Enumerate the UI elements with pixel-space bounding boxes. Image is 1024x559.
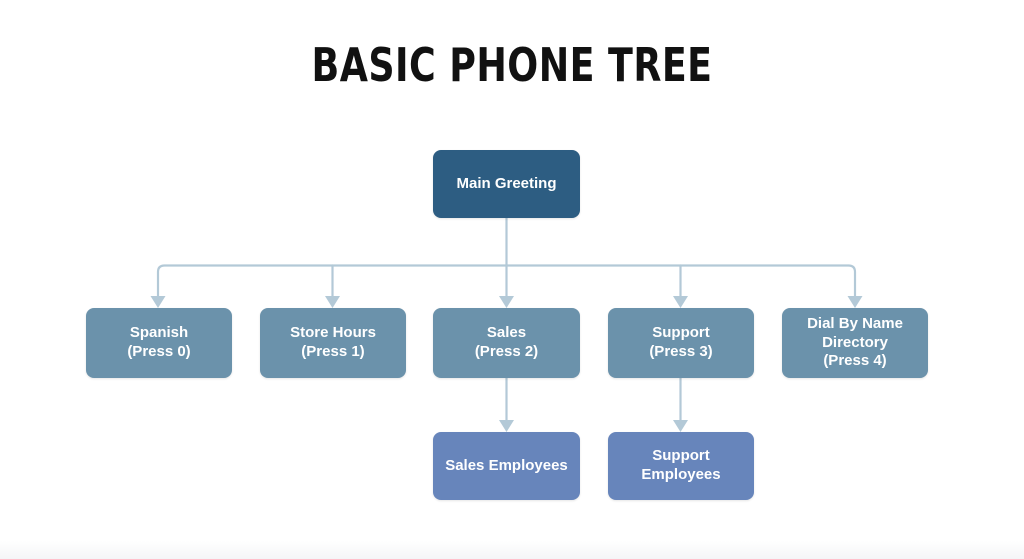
arrowhead-store-hours	[325, 296, 340, 308]
node-main-greeting-label: Main Greeting	[456, 174, 557, 192]
node-dial-by-name-directory-label: Dial By Name Directory (Press 4)	[807, 314, 903, 370]
node-support-employees-label: Support Employees	[641, 447, 721, 483]
slide-bottom-edge	[0, 541, 1024, 559]
page-title: BASIC PHONE TREE	[311, 38, 713, 92]
arrowhead-directory	[847, 296, 863, 308]
arrowhead-sales	[499, 296, 514, 308]
arrowhead-spanish	[150, 296, 166, 308]
node-main-greeting[interactable]: Main Greeting	[433, 150, 580, 218]
node-spanish-label: Spanish (Press 0)	[127, 324, 191, 360]
node-sales-employees-label: Sales Employees	[445, 456, 568, 474]
node-spanish[interactable]: Spanish (Press 0)	[86, 308, 232, 378]
arrowhead-support	[673, 296, 688, 308]
node-store-hours-label: Store Hours (Press 1)	[290, 324, 376, 360]
node-sales-employees[interactable]: Sales Employees	[433, 432, 580, 500]
arrowhead-sales-employees	[499, 420, 514, 432]
connector-bus	[156, 264, 857, 299]
node-support-label: Support (Press 3)	[649, 324, 713, 360]
node-dial-by-name-directory[interactable]: Dial By Name Directory (Press 4)	[782, 308, 928, 378]
node-support[interactable]: Support (Press 3)	[608, 308, 754, 378]
node-support-employees[interactable]: Support Employees	[608, 432, 754, 500]
node-sales-label: Sales (Press 2)	[474, 324, 539, 360]
node-sales[interactable]: Sales (Press 2)	[433, 308, 580, 378]
arrowhead-support-employees	[673, 420, 688, 432]
node-store-hours[interactable]: Store Hours (Press 1)	[260, 308, 406, 378]
